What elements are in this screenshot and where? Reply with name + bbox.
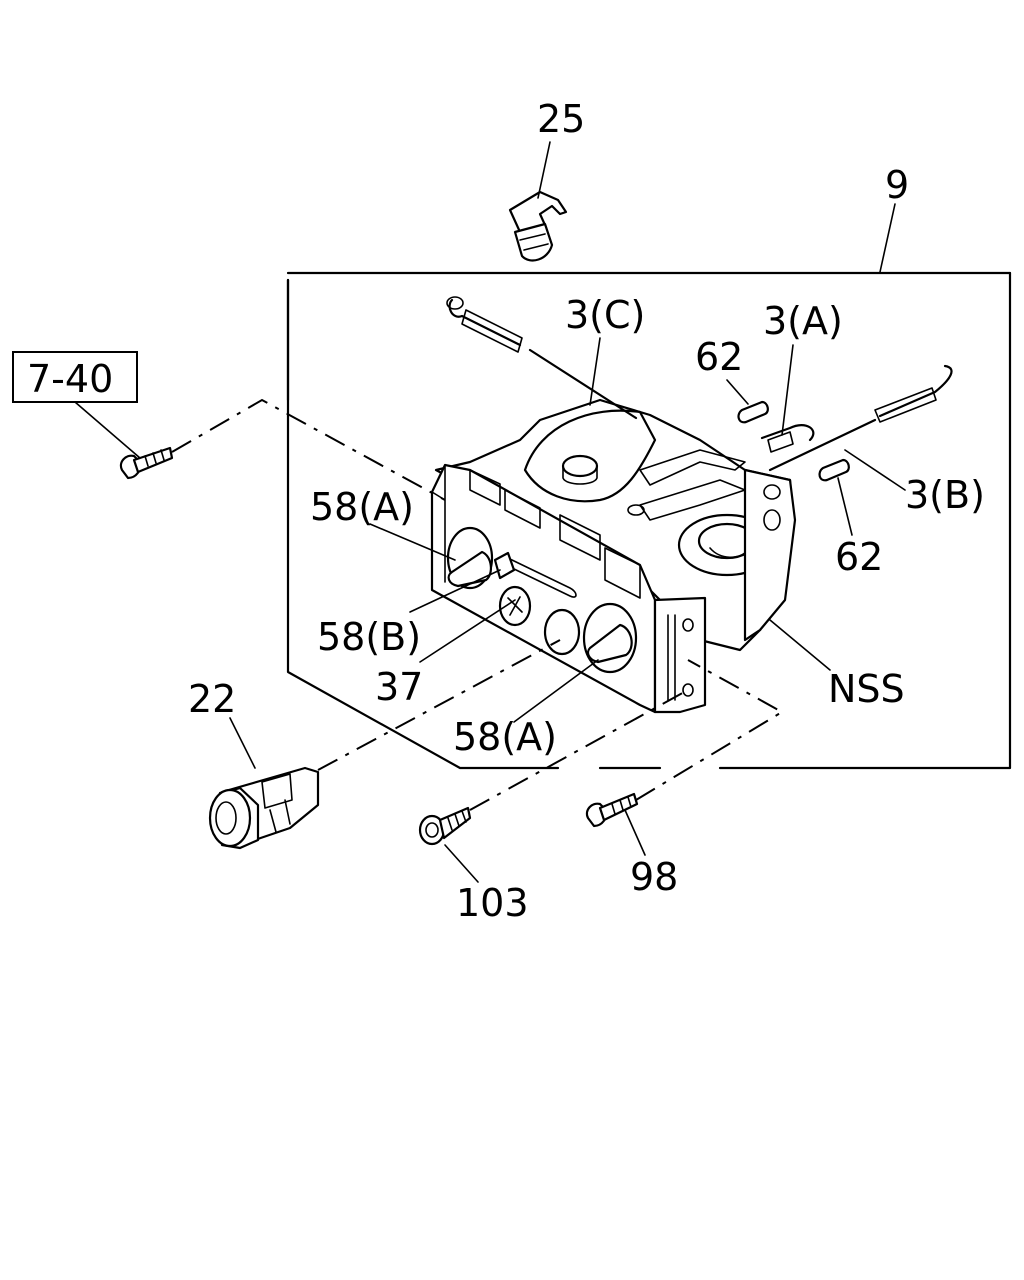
label-62-top: 62 bbox=[695, 335, 743, 379]
label-3a: 3(A) bbox=[763, 299, 843, 343]
label-58b: 58(B) bbox=[317, 615, 421, 659]
label-58a-top: 58(A) bbox=[310, 485, 414, 529]
label-62-right: 62 bbox=[835, 535, 883, 579]
control-unit bbox=[430, 296, 953, 714]
clip-25 bbox=[508, 190, 568, 262]
screw-7-40 bbox=[119, 446, 174, 480]
label-7-40: 7-40 bbox=[27, 357, 113, 401]
label-37: 37 bbox=[375, 665, 423, 709]
label-9: 9 bbox=[885, 163, 909, 207]
label-22: 22 bbox=[188, 677, 236, 721]
callout-labels: 25 9 3(C) 3(A) 62 7-40 58(A) 3(B) 62 58(… bbox=[27, 97, 985, 925]
label-3c: 3(C) bbox=[565, 293, 645, 337]
screw-103 bbox=[418, 806, 472, 846]
assembly-axis-lines bbox=[171, 398, 784, 811]
switch-22 bbox=[208, 766, 320, 850]
assembly-frame bbox=[286, 271, 1012, 770]
label-98: 98 bbox=[630, 855, 678, 899]
label-58a-bottom: 58(A) bbox=[453, 715, 557, 759]
label-103: 103 bbox=[456, 881, 529, 925]
label-nss: NSS bbox=[828, 667, 905, 711]
screw-98 bbox=[585, 792, 639, 828]
leader-lines bbox=[74, 141, 906, 883]
label-3b: 3(B) bbox=[905, 473, 985, 517]
label-box-7-40 bbox=[12, 351, 138, 403]
label-25: 25 bbox=[537, 97, 585, 141]
